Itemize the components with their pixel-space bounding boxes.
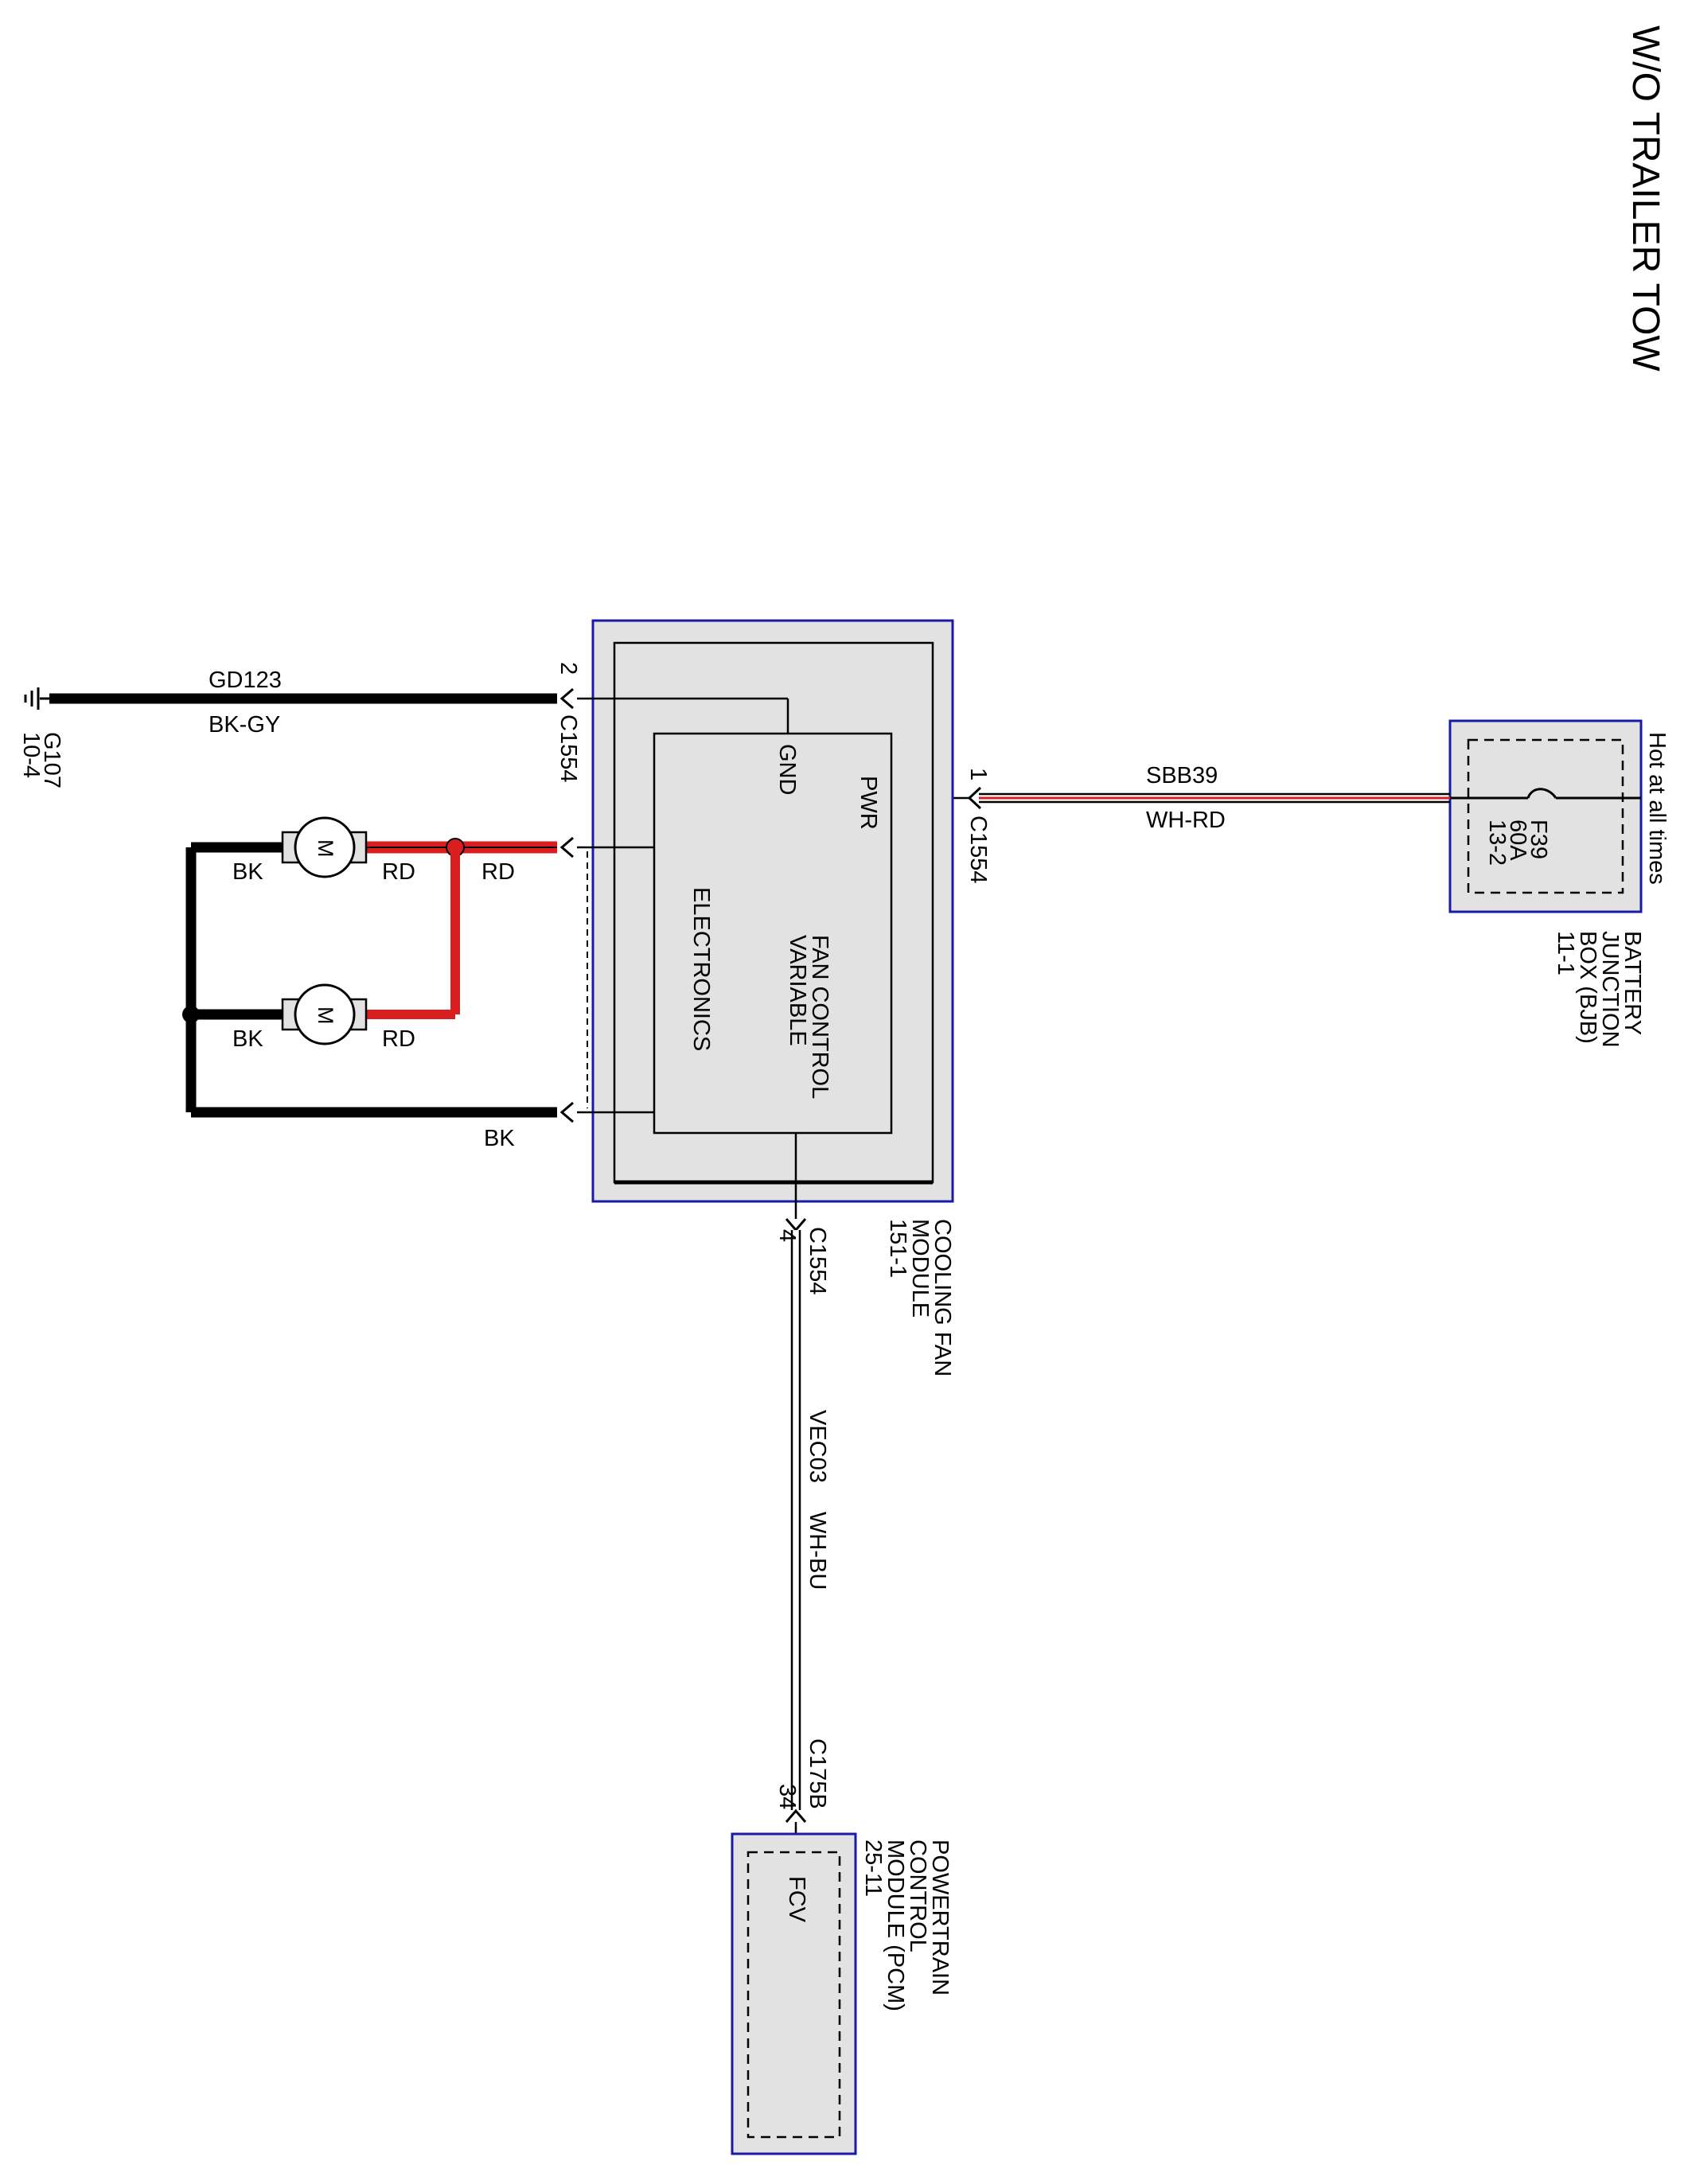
bk-return-label: BK <box>484 1126 515 1151</box>
connector-c1554-pin4-arrow <box>785 1218 807 1232</box>
bk-splice <box>182 1006 200 1023</box>
motor-2-bk-label: BK <box>232 1026 263 1052</box>
pwr-label: PWR <box>856 776 881 830</box>
signal-fan-pin: 4 <box>774 1229 800 1242</box>
motor-2-rd-label: RD <box>382 1026 415 1052</box>
pcm-box <box>731 1832 857 2155</box>
motor-rd-connector-arrow <box>559 836 574 858</box>
fan-motors: M M <box>182 816 574 1123</box>
bjb-box <box>1448 719 1643 913</box>
ground-wire-color: BK-GY <box>209 712 280 738</box>
fuse-ref: 13-2 <box>1484 819 1510 866</box>
pcm-dashed-outline <box>746 1851 841 2139</box>
pcm-signal-label: FCV <box>784 1876 809 1923</box>
pcm-name-line-2: CONTROL <box>905 1839 930 1952</box>
signal-wire <box>785 1218 807 1847</box>
fan-module-name-line-1: COOLING FAN <box>930 1219 955 1376</box>
ground-connector-id: C1554 <box>555 714 581 782</box>
connector-c175b-pin34-arrow <box>785 1808 807 1823</box>
motor-bk-connector-arrow <box>559 1101 574 1123</box>
power-wire-circuit: SBB39 <box>1146 763 1218 788</box>
powertrain-control-module <box>731 1832 857 2155</box>
power-wire <box>979 792 1450 804</box>
connector-c1554-pin1-arrow <box>967 786 982 810</box>
diagram-title: W/O TRAILER TOW <box>1624 25 1666 372</box>
hot-at-all-times-label: Hot at all times <box>1644 732 1670 885</box>
motor-1-rd-label: RD <box>382 859 415 885</box>
motor-2-symbol: M <box>314 1006 337 1025</box>
signal-wire-color: WH-BU <box>805 1512 830 1590</box>
pcm-name-line-1: POWERTRAIN <box>927 1839 953 1995</box>
power-wire-color: WH-RD <box>1146 808 1226 833</box>
signal-wire-circuit: VEC03 <box>805 1410 830 1483</box>
power-connector-id: C1554 <box>965 816 991 883</box>
pcm-name-line-4: 25-11 <box>860 1839 886 1897</box>
fuse-id: F39 <box>1526 819 1551 859</box>
rd-feed-label: RD <box>481 859 515 885</box>
motor-1-symbol: M <box>314 839 337 858</box>
power-pin-number: 1 <box>965 768 991 781</box>
gnd-label: GND <box>774 744 800 795</box>
fan-control-line-3: ELECTRONICS <box>688 887 714 1051</box>
ground-wire <box>24 687 574 710</box>
battery-junction-box: F39 60A 13-2 <box>1448 719 1643 913</box>
bjb-name-line-1: BATTERY <box>1620 931 1645 1035</box>
fan-control-electronics-block <box>653 732 893 1135</box>
signal-pcm-connector: C175B <box>805 1738 830 1809</box>
fan-control-line-2: FAN CONTROL <box>807 935 832 1099</box>
bjb-dashed-outline <box>1467 738 1624 894</box>
signal-pcm-pin: 34 <box>774 1784 800 1809</box>
cooling-fan-module <box>577 619 954 1219</box>
connector-c1554-pin2-arrow <box>559 687 574 710</box>
motor-1-icon <box>294 816 356 878</box>
fuse-rating: 60A <box>1505 819 1530 861</box>
ground-id: G107 <box>39 732 64 788</box>
signal-fan-connector: C1554 <box>805 1227 830 1294</box>
bjb-name-line-2: JUNCTION <box>1597 931 1623 1048</box>
ground-pin-number: 2 <box>555 662 581 675</box>
ground-ref: 10-4 <box>18 732 44 778</box>
fan-module-name-line-2: MODULE <box>907 1219 933 1318</box>
ground-wire-circuit: GD123 <box>209 668 282 693</box>
pcm-name-line-3: MODULE (PCM) <box>883 1839 908 2011</box>
motor-1-bk-label: BK <box>232 859 263 885</box>
fuse-symbol <box>1526 788 1557 799</box>
bjb-name-line-4: 11-1 <box>1553 931 1578 975</box>
bjb-name-line-3: BOX (BJB) <box>1575 931 1600 1044</box>
fan-control-line-1: VARIABLE <box>785 935 810 1046</box>
fan-module-name-line-3: 151-1 <box>885 1219 910 1278</box>
motor-2-icon <box>294 983 356 1045</box>
